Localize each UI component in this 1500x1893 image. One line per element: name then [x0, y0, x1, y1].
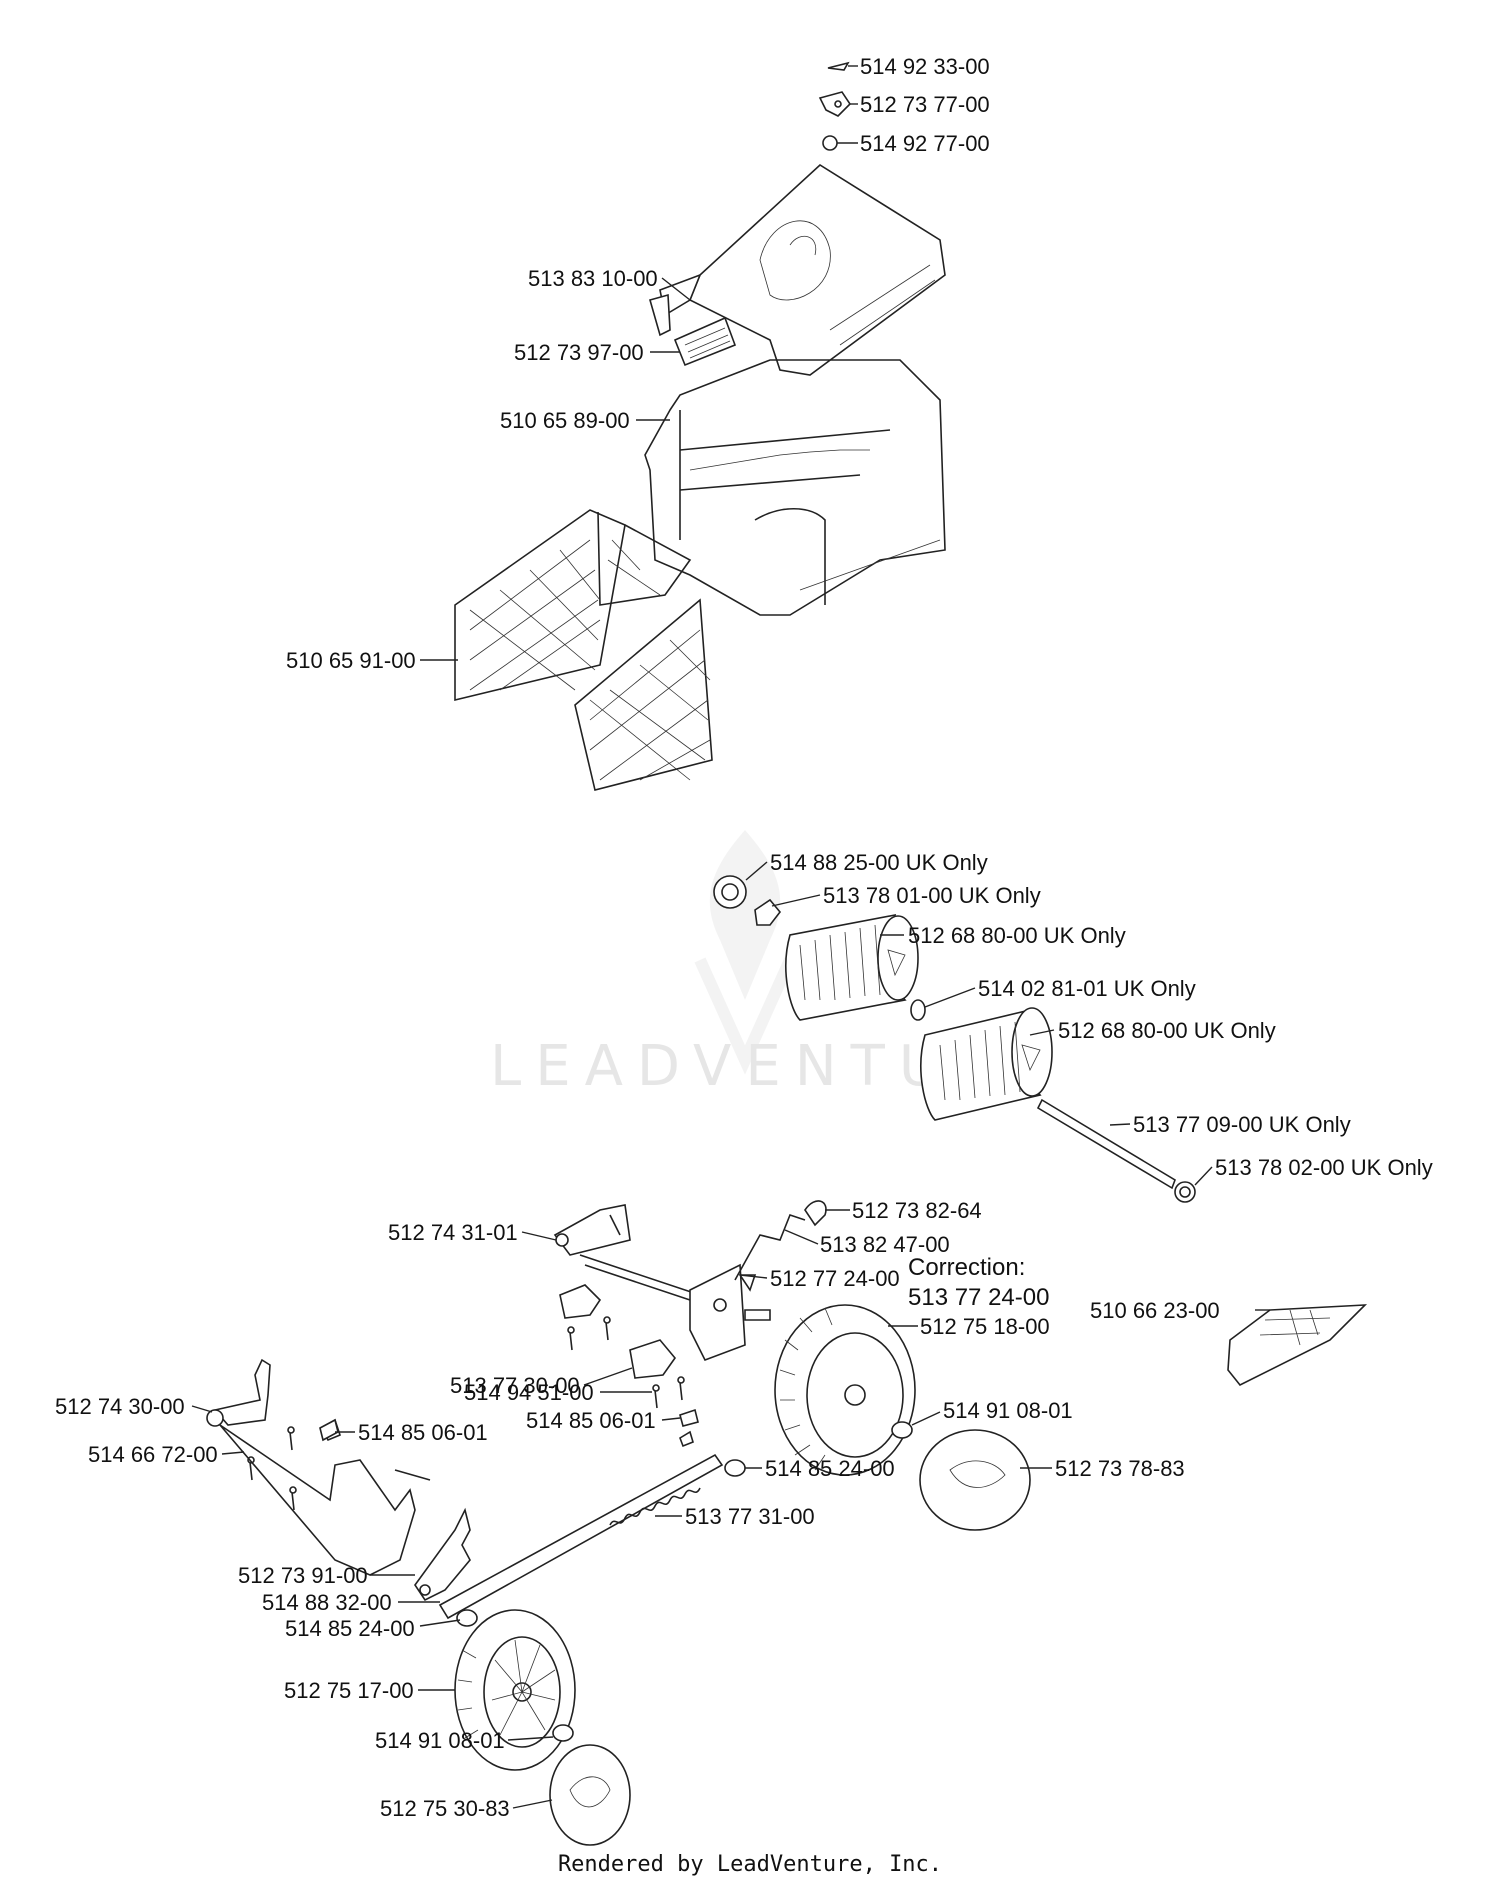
- part-label: 510 66 23-00: [1090, 1298, 1220, 1323]
- front-hubcap: [919, 1429, 1031, 1531]
- part-label: 512 73 97-00: [514, 340, 644, 365]
- mulch-plug: [1227, 1304, 1368, 1387]
- correction-part: 513 77 24-00: [908, 1284, 1049, 1311]
- part-labels: 514 92 33-00 512 73 77-00 514 92 77-00 5…: [55, 54, 1433, 1821]
- flame-v-logo-icon: [694, 830, 796, 1075]
- part-label: 513 83 10-00: [528, 266, 658, 291]
- part-label: 512 75 30-83: [380, 1796, 510, 1821]
- part-label: 512 73 77-00: [860, 92, 990, 117]
- part-label: 514 91 08-01: [943, 1398, 1073, 1423]
- pin-right: [679, 1408, 699, 1427]
- catcher-frame: [644, 359, 946, 616]
- part-label: 514 02 81-01 UK Only: [978, 976, 1196, 1001]
- part-label: 510 65 91-00: [286, 648, 416, 673]
- height-adjust-assembly: [553, 1200, 827, 1362]
- part-label: 513 78 02-00 UK Only: [1215, 1155, 1433, 1180]
- axle-washer: [724, 1459, 746, 1477]
- part-label: 514 85 06-01: [358, 1420, 488, 1445]
- part-label: 513 77 09-00 UK Only: [1133, 1112, 1351, 1137]
- part-label: 514 85 06-01: [526, 1408, 656, 1433]
- clip-part: [827, 61, 850, 71]
- part-label: 514 92 33-00: [860, 54, 990, 79]
- rear-hubcap: [549, 1744, 631, 1846]
- part-label: 513 82 47-00: [820, 1232, 950, 1257]
- part-label: 512 73 82-64: [852, 1198, 982, 1223]
- rear-wheel: [454, 1609, 576, 1771]
- part-label: 512 77 24-00: [770, 1266, 900, 1291]
- catcher-top-cover: [649, 163, 946, 376]
- part-label: 512 68 80-00 UK Only: [908, 923, 1126, 948]
- part-label: 514 88 25-00 UK Only: [770, 850, 988, 875]
- spring-part: [609, 1487, 701, 1526]
- part-label: 514 85 24-00: [285, 1616, 415, 1641]
- rear-axle-washer: [456, 1609, 478, 1627]
- rear-axle-lever: [206, 1358, 431, 1576]
- part-label: 512 73 78-83: [1055, 1456, 1185, 1481]
- leader-lines: [191, 65, 1270, 1809]
- mesh-side-panels: [454, 509, 713, 791]
- part-label: 514 94 51-00: [464, 1380, 594, 1405]
- part-label: 514 88 32-00: [262, 1590, 392, 1615]
- part-label: 512 68 80-00 UK Only: [1058, 1018, 1276, 1043]
- part-label: 512 74 31-01: [388, 1220, 518, 1245]
- screws: [247, 1316, 685, 1511]
- part-label: 512 73 91-00: [238, 1563, 368, 1588]
- catcher-insert: [673, 316, 737, 367]
- rear-axle-rod: [438, 1430, 724, 1620]
- footer-credit: Rendered by LeadVenture, Inc.: [557, 1852, 943, 1877]
- part-label: 514 91 08-01: [375, 1728, 505, 1753]
- front-wheel: [774, 1304, 916, 1476]
- part-label: 512 75 18-00: [920, 1314, 1050, 1339]
- front-washer: [891, 1421, 913, 1439]
- part-label: 513 78 01-00 UK Only: [823, 883, 1041, 908]
- correction-title: Correction:: [908, 1254, 1025, 1281]
- part-label: 510 65 89-00: [500, 408, 630, 433]
- latch-part: [818, 91, 852, 117]
- part-label: 514 92 77-00: [860, 131, 990, 156]
- part-label: 514 66 72-00: [88, 1442, 218, 1467]
- adjust-blocks: [559, 1284, 677, 1379]
- ball-part: [822, 135, 838, 151]
- rear-washer: [552, 1724, 574, 1742]
- part-label: 512 74 30-00: [55, 1394, 185, 1419]
- part-label: 514 85 24-00: [765, 1456, 895, 1481]
- part-label: 513 77 30-00: [450, 1373, 580, 1398]
- part-label: 513 77 31-00: [685, 1504, 815, 1529]
- part-label: 512 75 17-00: [284, 1678, 414, 1703]
- pawl-part: [414, 1507, 471, 1602]
